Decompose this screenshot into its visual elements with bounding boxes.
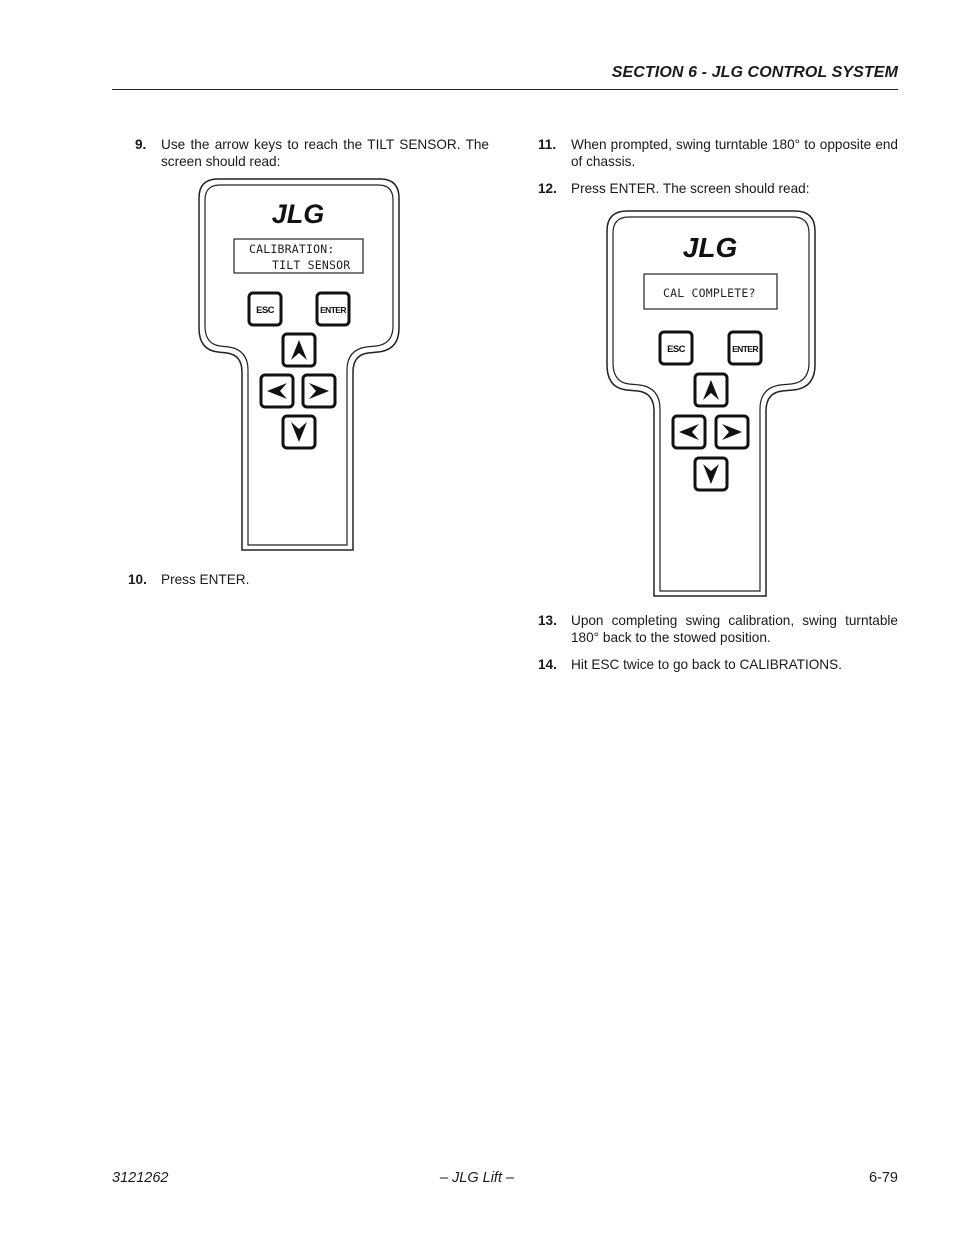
up-arrow-button — [693, 372, 729, 408]
step-text: Hit ESC twice to go back to CALIBRATIONS… — [571, 657, 842, 672]
footer-center-title: – JLG Lift – — [439, 1170, 515, 1186]
down-arrow-icon — [703, 464, 719, 484]
pendant-illustration-tilt-sensor: JLG CALIBRATION: TILT SENSOR ESC ENTER — [198, 178, 400, 551]
right-arrow-icon — [722, 424, 742, 440]
section-title: SECTION 6 - JLG CONTROL SYSTEM — [611, 64, 898, 81]
step-number: 10. — [128, 572, 147, 587]
step-number: 12. — [538, 181, 557, 196]
jlg-logo-text: JLG — [272, 199, 325, 229]
lcd-line-1: CALIBRATION: — [249, 242, 334, 256]
up-arrow-icon — [703, 380, 719, 400]
step-9: 9. Use the arrow keys to reach the TILT … — [135, 136, 489, 172]
down-arrow-button — [693, 456, 729, 492]
esc-button-label: ESC — [667, 344, 685, 355]
lcd-display — [643, 273, 778, 310]
lcd-line-1: CAL COMPLETE? — [663, 286, 756, 300]
step-11: 11. When prompted, swing turntable 180° … — [538, 136, 898, 172]
header-divider — [112, 89, 898, 90]
left-arrow-icon — [679, 424, 699, 440]
step-text: Press ENTER. — [161, 572, 250, 587]
enter-button: ENTER — [727, 330, 763, 366]
left-arrow-icon — [267, 383, 287, 399]
down-arrow-button — [281, 414, 317, 450]
enter-button-label: ENTER — [320, 305, 346, 315]
right-arrow-button — [301, 373, 337, 409]
left-arrow-button — [671, 414, 707, 450]
step-number: 13. — [538, 613, 557, 628]
right-arrow-icon — [309, 383, 329, 399]
step-text: Upon completing swing calibration, swing… — [571, 613, 898, 645]
esc-button: ESC — [247, 291, 283, 327]
step-10: 10. Press ENTER. — [128, 571, 489, 589]
step-text: When prompted, swing turntable 180° to o… — [571, 137, 898, 169]
esc-button: ESC — [658, 330, 694, 366]
step-number: 11. — [538, 137, 557, 152]
step-text: Use the arrow keys to reach the TILT SEN… — [161, 137, 489, 169]
enter-button: ENTER — [315, 291, 351, 327]
lcd-line-2: TILT SENSOR — [272, 258, 350, 272]
left-arrow-button — [259, 373, 295, 409]
step-14: 14. Hit ESC twice to go back to CALIBRAT… — [538, 656, 898, 674]
step-number: 14. — [538, 657, 557, 672]
step-13: 13. Upon completing swing calibration, s… — [538, 612, 898, 648]
step-text: Press ENTER. The screen should read: — [571, 181, 810, 196]
lcd-display — [233, 238, 364, 274]
jlg-logo: JLG — [683, 232, 737, 263]
jlg-logo: JLG — [272, 199, 325, 229]
step-number: 9. — [135, 137, 147, 152]
down-arrow-icon — [291, 422, 307, 442]
jlg-logo-text: JLG — [683, 232, 737, 263]
up-arrow-button — [281, 332, 317, 368]
right-arrow-button — [714, 414, 750, 450]
step-12: 12. Press ENTER. The screen should read: — [538, 180, 898, 198]
footer-doc-number: 3121262 — [112, 1170, 169, 1186]
esc-button-label: ESC — [256, 305, 274, 316]
pendant-illustration-cal-complete: JLG CAL COMPLETE? ESC ENTER — [606, 210, 816, 597]
up-arrow-icon — [291, 340, 307, 360]
footer-page-number: 6-79 — [868, 1170, 898, 1186]
enter-button-label: ENTER — [732, 344, 758, 354]
